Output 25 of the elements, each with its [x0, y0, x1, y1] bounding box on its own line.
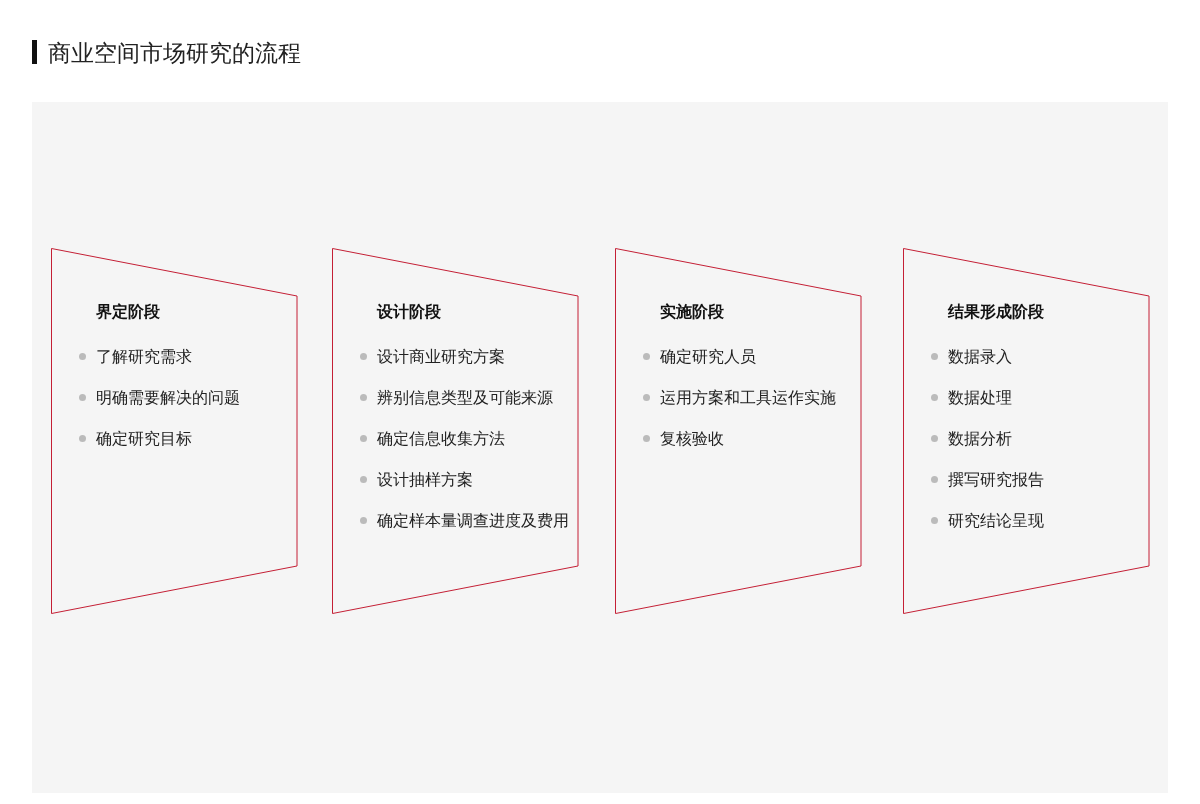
list-item: 确定信息收集方法	[377, 428, 505, 450]
list-item: 设计商业研究方案	[377, 346, 505, 368]
list-item: 复核验收	[660, 428, 724, 450]
stage-heading: 界定阶段	[96, 301, 160, 323]
title: 商业空间市场研究的流程	[48, 39, 301, 68]
stage-card	[51, 248, 298, 614]
list-item: 设计抽样方案	[377, 469, 473, 491]
stage-card	[903, 248, 1150, 614]
stage-heading: 结果形成阶段	[948, 301, 1044, 323]
list-item: 数据录入	[948, 346, 1012, 368]
list-item: 明确需要解决的问题	[96, 387, 240, 409]
stage-heading: 设计阶段	[377, 301, 441, 323]
stage-card	[615, 248, 862, 614]
list-item: 了解研究需求	[96, 346, 192, 368]
list-item: 辨别信息类型及可能来源	[377, 387, 553, 409]
list-item: 运用方案和工具运作实施	[660, 387, 836, 409]
list-item: 数据分析	[948, 428, 1012, 450]
list-item: 撰写研究报告	[948, 469, 1044, 491]
list-item: 数据处理	[948, 387, 1012, 409]
list-item: 确定研究人员	[660, 346, 756, 368]
list-item: 确定研究目标	[96, 428, 192, 450]
stage-heading: 实施阶段	[660, 301, 724, 323]
list-item: 研究结论呈现	[948, 510, 1044, 532]
list-item: 确定样本量调查进度及费用	[377, 510, 569, 532]
stage-card	[332, 248, 579, 614]
